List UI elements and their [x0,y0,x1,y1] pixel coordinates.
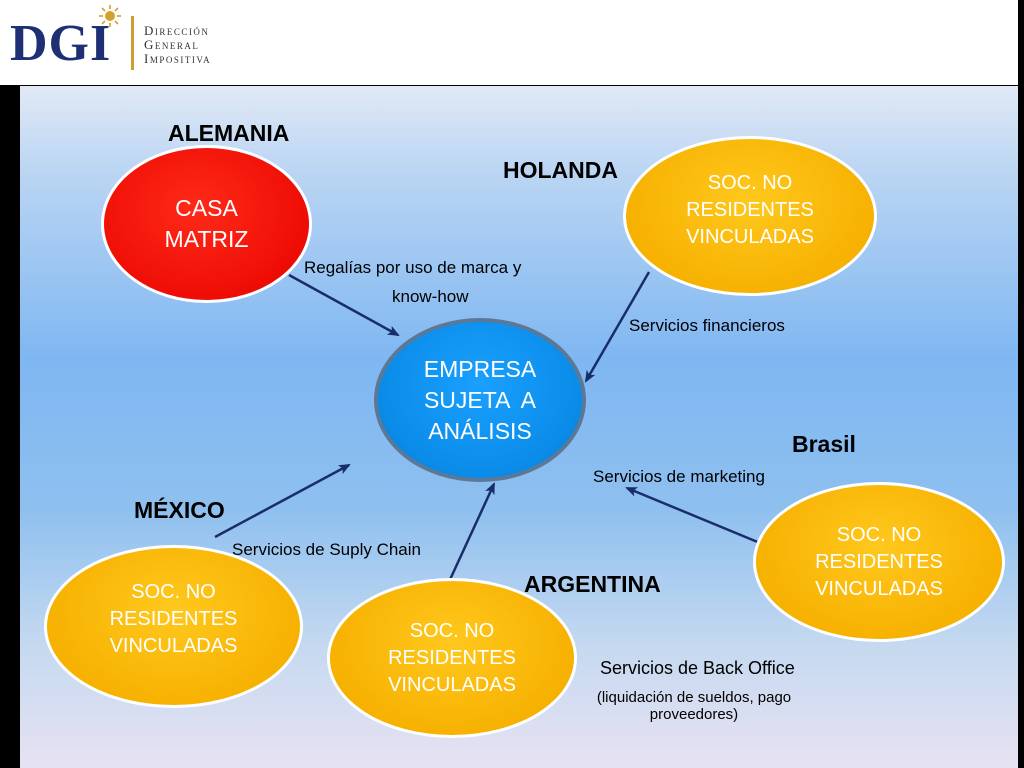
node-holanda-line-2: RESIDENTES [686,198,814,221]
node-mexico-line-1: SOC. NO [131,581,216,603]
slide-frame-edge [1018,0,1024,768]
node-argentina-line-1: SOC. NO [409,619,495,642]
country-alemania: ALEMANIA [168,120,290,146]
node-mexico-soc: SOC. NO RESIDENTES VINCULADAS [44,545,303,708]
node-empresa-line-1: EMPRESA [423,355,537,382]
node-brasil-line-2: RESIDENTES [815,550,943,573]
node-argentina-line-3: VINCULADAS [388,673,516,696]
flow-regalias-line-1: Regalías por uso de marca y [304,258,522,277]
node-empresa-line-3: ANÁLISIS [428,417,532,444]
flow-backoffice-detail-2: proveedores) [649,706,739,723]
logo-line-2: General [144,37,200,52]
node-holanda-line-1: SOC. NO [707,171,793,194]
node-casa-matriz: CASA MATRIZ [101,145,312,303]
node-brasil-line-1: SOC. NO [836,523,922,546]
arrow-mexico-to-empresa [214,463,351,539]
arrow-argentina-to-empresa [446,482,496,585]
arrow-holanda-to-empresa [584,271,651,383]
node-argentina-line-2: RESIDENTES [388,646,516,669]
node-empresa-line-2: SUJETA A [423,386,537,413]
flow-regalias-line-2: know-how [392,287,469,306]
flow-marketing: Servicios de marketing [593,467,765,486]
arrow-casa-to-empresa [288,273,400,337]
node-casa-matriz-line-2: MATRIZ [164,226,249,252]
country-argentina: ARGENTINA [524,571,661,597]
arrow-brasil-to-empresa [625,486,761,545]
flow-financieros: Servicios financieros [629,316,785,335]
flow-backoffice-detail-1: (liquidación de sueldos, pago [596,689,792,706]
node-argentina-soc: SOC. NO RESIDENTES VINCULADAS [327,578,577,738]
node-mexico-line-2: RESIDENTES [109,608,238,630]
node-holanda-line-3: VINCULADAS [686,225,814,248]
node-brasil-line-3: VINCULADAS [815,577,943,600]
flow-backoffice: Servicios de Back Office [600,658,795,678]
node-mexico-line-3: VINCULADAS [109,635,238,657]
logo-text: Dirección General Impositiva [144,24,211,66]
logo-mark: DGI [10,15,112,72]
flow-backoffice-detail: (liquidación de sueldos, pago proveedore… [574,689,814,723]
logo-divider [131,16,134,70]
node-empresa: EMPRESA SUJETA A ANÁLISIS [374,318,586,482]
node-holanda-soc: SOC. NO RESIDENTES VINCULADAS [623,136,877,296]
logo-line-3: Impositiva [144,51,212,66]
node-casa-matriz-line-1: CASA [175,195,238,221]
country-brasil: Brasil [792,431,856,457]
country-holanda: HOLANDA [503,157,618,183]
node-brasil-soc: SOC. NO RESIDENTES VINCULADAS [753,482,1005,642]
flow-supply: Servicios de Suply Chain [232,540,421,559]
country-mexico: MÉXICO [134,497,225,523]
logo-line-1: Dirección [144,23,210,38]
header: DGI Dirección General Impositiva [0,0,1024,85]
sun-icon [99,5,121,27]
